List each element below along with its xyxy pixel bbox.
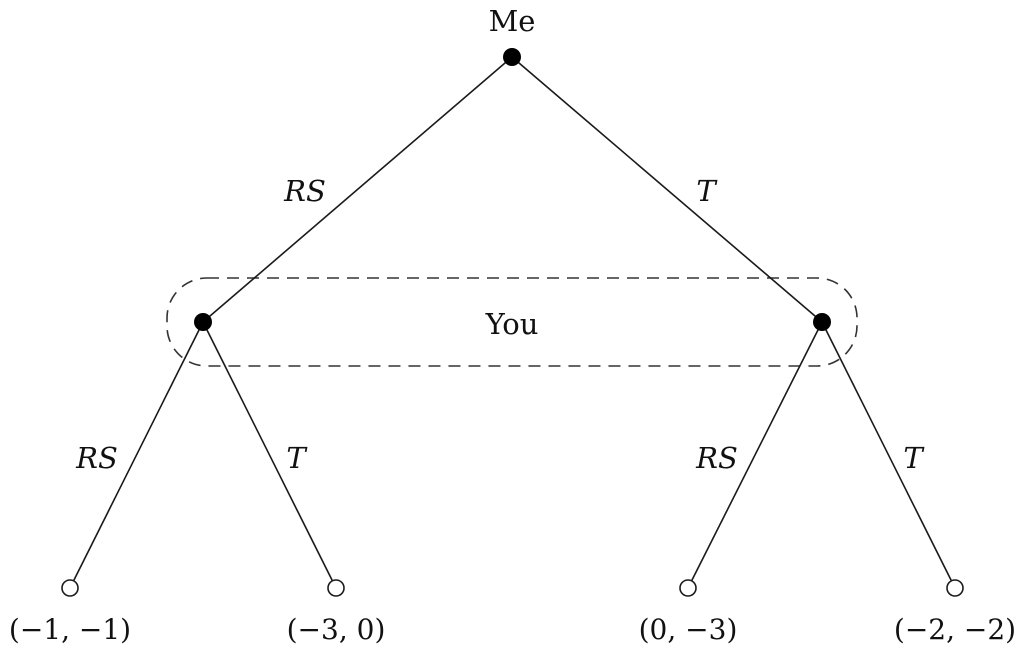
edge-right-right <box>821 321 956 589</box>
edge-root-left <box>202 56 513 323</box>
decision-node-left <box>194 313 212 331</box>
action-label-right-left: RS <box>695 441 738 475</box>
terminal-node-1 <box>61 579 79 597</box>
decision-node-right <box>813 313 831 331</box>
payoff-label-1: (−1, −1) <box>9 613 131 646</box>
action-label-root-right: T <box>696 174 718 208</box>
edge-root-right <box>511 56 823 323</box>
information-set-you <box>166 277 858 367</box>
edge-left-left <box>69 321 204 589</box>
player-label-you: You <box>485 307 539 341</box>
decision-node-root <box>503 48 521 66</box>
terminal-node-3 <box>679 579 697 597</box>
action-label-left-right: T <box>286 441 308 475</box>
payoff-label-2: (−3, 0) <box>287 613 386 646</box>
player-label-me: Me <box>489 4 536 38</box>
action-label-root-left: RS <box>283 174 326 208</box>
action-label-left-left: RS <box>75 441 118 475</box>
payoff-label-4: (−2, −2) <box>894 613 1016 646</box>
edge-right-left <box>687 321 823 589</box>
action-label-right-right: T <box>903 441 925 475</box>
terminal-node-4 <box>946 579 964 597</box>
edge-left-right <box>202 321 337 589</box>
terminal-node-2 <box>327 579 345 597</box>
payoff-label-3: (0, −3) <box>639 613 738 646</box>
